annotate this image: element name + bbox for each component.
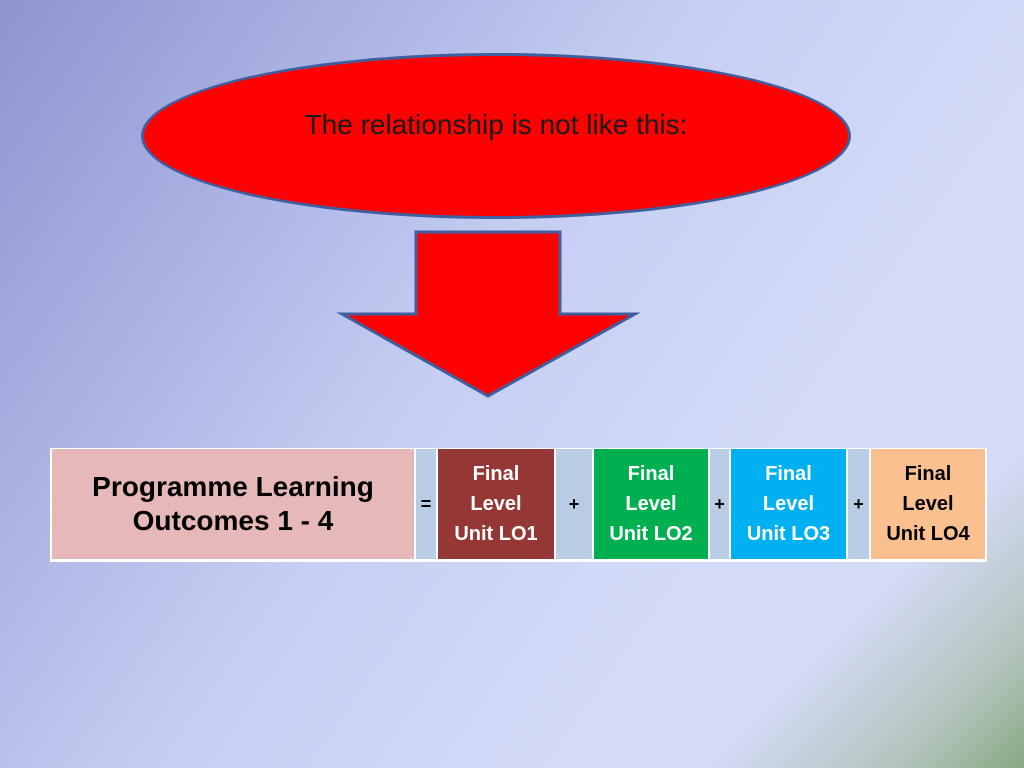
programme-outcomes-cell: Programme Learning Outcomes 1 - 4 [50,449,416,559]
unit-lo2-line1: Final [627,463,675,485]
unit-lo4-cell: Final Level Unit LO4 [871,449,987,559]
unit-lo3-line1: Final [765,463,812,485]
down-arrow-shape [336,230,641,398]
operator-text: + [568,493,580,514]
programme-outcomes-line1: Programme Learning [92,471,374,502]
plus-operator: + [556,449,594,559]
unit-lo4-line1: Final [904,463,952,485]
unit-lo3-cell: Final Level Unit LO3 [731,449,848,559]
unit-lo2-line3: Unit LO2 [609,523,693,545]
unit-lo2-line2: Level [625,493,677,515]
unit-lo4-line3: Unit LO4 [886,523,970,545]
operator-text: + [853,493,864,514]
unit-lo1-cell: Final Level Unit LO1 [438,449,556,559]
unit-lo3-line2: Level [762,493,815,515]
unit-lo1-line3: Unit LO1 [454,523,538,545]
unit-lo2-cell: Final Level Unit LO2 [594,449,710,559]
down-arrow-icon [336,230,641,398]
plus-operator: + [848,449,871,559]
unit-lo1-line1: Final [472,463,520,485]
callout-text: The relationship is not like this: [304,109,688,140]
programme-outcomes-line2: Outcomes 1 - 4 [132,505,334,536]
operator-text: + [714,493,725,514]
unit-lo1-line2: Level [470,493,522,515]
callout-ellipse [141,53,851,219]
unit-lo4-line2: Level [902,493,954,515]
operator-text: = [420,493,432,514]
equals-operator: = [416,449,438,559]
plus-operator: + [710,449,731,559]
unit-lo3-line3: Unit LO3 [746,523,831,545]
equation-table: Programme Learning Outcomes 1 - 4 = Fina… [50,448,987,562]
